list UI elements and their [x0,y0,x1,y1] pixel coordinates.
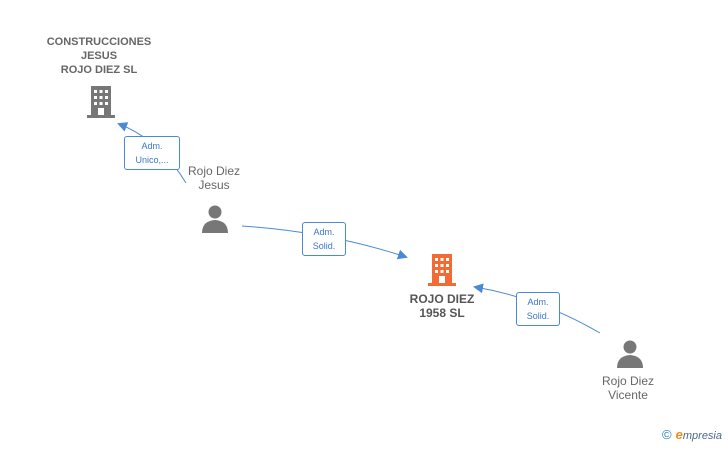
edge-label-adm-solid-vicente-line-2: Solid. [526,311,550,321]
company-rojo-diez-1958-line-1: ROJO DIEZ [409,292,475,306]
company-rojo-diez-1958-label[interactable]: ROJO DIEZ 1958 SL [392,292,492,320]
brand-name: mpresia [682,430,722,442]
company-construcciones-line-1: CONSTRUCCIONES [46,36,152,48]
person-vicente-line-2: Vicente [608,388,648,402]
person-vicente-label[interactable]: Rojo Diez Vicente [582,374,674,402]
empresia-logo[interactable]: ©empresia [662,427,722,442]
person-icon[interactable] [615,339,645,369]
copyright-icon: © [662,427,672,442]
person-jesus-line-2: Jesus [198,178,230,192]
building-icon[interactable] [85,84,117,120]
edge-label-adm-solid-jesus[interactable]: Adm. Solid. [302,222,346,256]
edge-label-adm-solid-jesus-line-2: Solid. [312,241,336,251]
person-vicente-line-1: Rojo Diez [601,374,655,388]
company-construcciones-line-2: JESUS [80,50,118,62]
brand-initial: e [675,427,683,442]
edge-label-adm-unico-line-1: Adm. [141,141,163,151]
person-jesus-label[interactable]: Rojo Diez Jesus [168,164,260,192]
building-icon[interactable] [426,252,458,288]
edge-label-adm-unico-line-2: Unico,... [135,155,169,165]
edge-label-adm-unico[interactable]: Adm. Unico,... [124,136,180,170]
person-jesus-line-1: Rojo Diez [187,164,241,178]
edge-label-adm-solid-vicente[interactable]: Adm. Solid. [516,292,560,326]
edge-label-adm-solid-jesus-line-1: Adm. [313,227,335,237]
company-rojo-diez-1958-line-2: 1958 SL [419,306,465,320]
edge-label-adm-solid-vicente-line-1: Adm. [527,297,549,307]
person-icon[interactable] [200,204,230,234]
company-construcciones-label[interactable]: CONSTRUCCIONES JESUS ROJO DIEZ SL [38,35,160,77]
company-construcciones-line-3: ROJO DIEZ SL [60,64,138,76]
